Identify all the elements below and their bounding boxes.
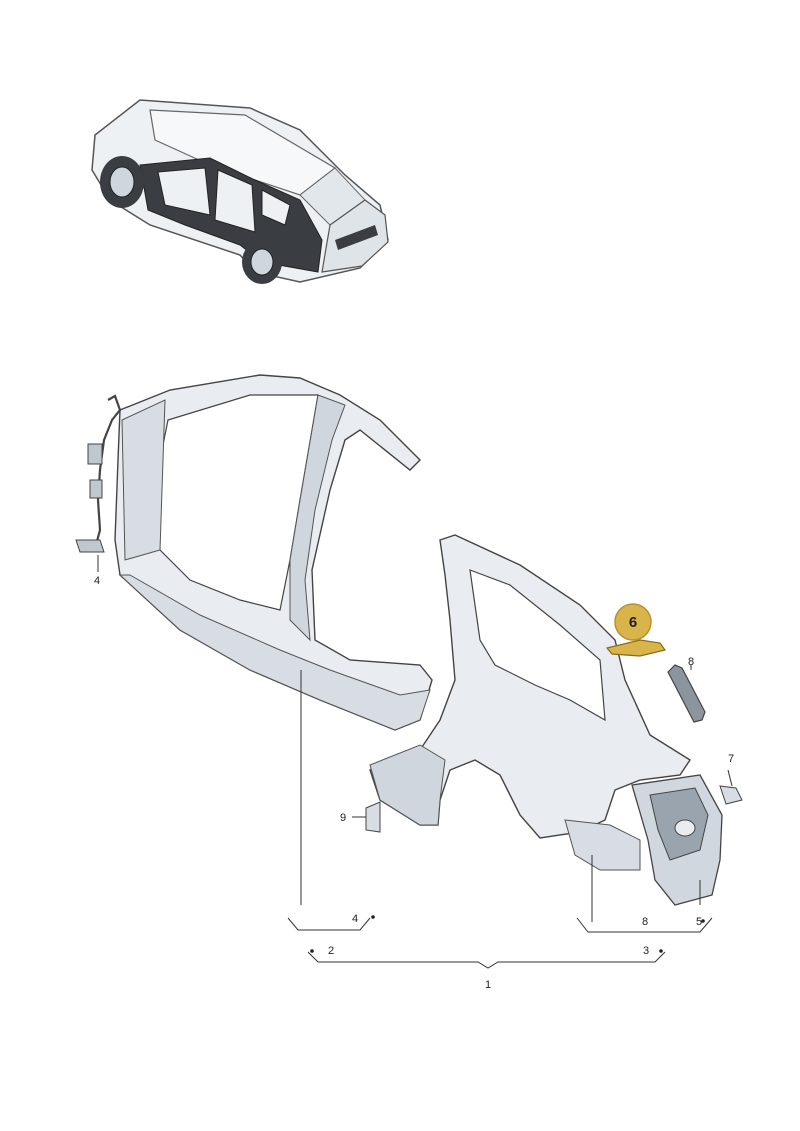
plug-part-7 (719, 769, 743, 805)
wheel-icon (242, 240, 282, 284)
body-side-panel-front (114, 374, 433, 731)
callout-9-gusset[interactable]: 9 (340, 812, 346, 824)
leader-lines (97, 555, 701, 922)
bracket-group-3 (576, 917, 713, 933)
car-overview-illustration (91, 99, 389, 284)
rear-quarter-panel (369, 534, 691, 871)
seal-strip-part-8 (667, 664, 706, 723)
callout-4-bracket[interactable]: 4 (352, 913, 358, 925)
callout-3[interactable]: 3 (643, 945, 649, 957)
bracket-group-2 (287, 915, 375, 931)
callout-2[interactable]: 2 (328, 945, 334, 957)
callout-1[interactable]: 1 (485, 979, 491, 991)
wheel-icon (100, 156, 144, 208)
highlighted-part-6[interactable] (605, 639, 667, 657)
callout-8-bracket[interactable]: 8 (642, 916, 648, 928)
callout-7-plug[interactable]: 7 (728, 753, 734, 765)
callout-8-seal[interactable]: 8 (688, 656, 694, 668)
tail-light-housing-part-5 (631, 774, 723, 906)
bracket-group-1 (307, 949, 666, 969)
gusset-part-9 (352, 801, 381, 833)
callout-5-tail-light[interactable]: 5 (696, 916, 702, 928)
callout-4-harness[interactable]: 4 (94, 575, 100, 587)
cable-harness-part-4 (75, 394, 122, 553)
callout-6-badge[interactable]: 6 (614, 603, 652, 641)
svg-text:6: 6 (629, 614, 637, 631)
